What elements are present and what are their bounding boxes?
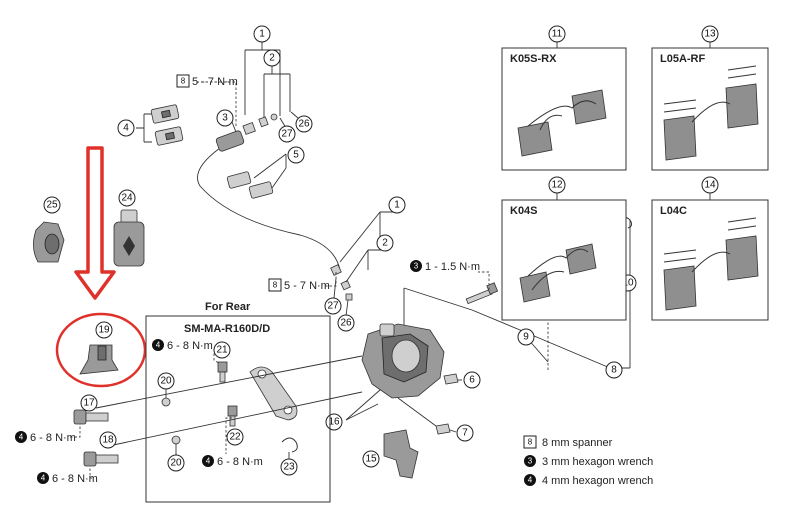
part-5: [226, 171, 274, 199]
part-25: [33, 221, 65, 263]
svg-text:3: 3: [528, 457, 533, 466]
callout-26-top: 26: [298, 119, 310, 130]
legend-item-spanner: 8 8 mm spanner: [523, 435, 613, 449]
svg-text:8: 8: [273, 281, 278, 290]
svg-text:4: 4: [156, 341, 161, 350]
callout-5: 5: [293, 150, 299, 161]
callout-11: 11: [552, 29, 563, 40]
hose-line: [197, 147, 341, 271]
part-4: [150, 104, 184, 146]
callout-13: 13: [704, 29, 716, 40]
callout-16: 16: [328, 417, 340, 428]
rear-adapter-plate: [249, 366, 298, 421]
for-rear-label: For Rear: [205, 301, 251, 313]
torque-adapter-21: 4 6 - 8 N·m: [152, 339, 213, 352]
svg-text:6 - 8 N·m: 6 - 8 N·m: [52, 473, 98, 485]
part-7: [435, 423, 451, 435]
callout-1-top: 1: [259, 29, 265, 40]
part-bolt-9: [465, 282, 499, 305]
part-23: [281, 437, 298, 453]
pad-name-13: L05A-RF: [660, 53, 706, 65]
pad-name-14: L04C: [660, 205, 687, 217]
callout-23: 23: [283, 462, 295, 473]
svg-text:4 mm hexagon wrench: 4 mm hexagon wrench: [542, 475, 653, 487]
part-21: [217, 361, 228, 383]
svg-text:5 - 7 N·m: 5 - 7 N·m: [284, 280, 330, 292]
svg-text:6 - 8 N·m: 6 - 8 N·m: [167, 340, 213, 352]
part-19: [79, 344, 119, 375]
pad-box-14: L04C: [651, 199, 769, 321]
svg-text:4: 4: [528, 476, 533, 485]
callout-21: 21: [216, 345, 228, 356]
callout-20-top: 20: [160, 376, 172, 387]
svg-text:6 - 8 N·m: 6 - 8 N·m: [30, 432, 76, 444]
svg-text:8 mm spanner: 8 mm spanner: [542, 437, 613, 449]
pad-name-12: K04S: [510, 205, 538, 217]
callout-9: 9: [523, 332, 529, 343]
highlight-circle: [55, 312, 147, 388]
legend-item-4mm: 4 4 mm hexagon wrench: [524, 474, 653, 487]
svg-text:8: 8: [181, 77, 186, 86]
torque-bolt-top: 3 1 - 1.5 N·m: [410, 260, 480, 273]
part-18: [83, 451, 119, 467]
callout-3: 3: [222, 113, 228, 124]
part-3-mid: [330, 264, 353, 301]
callout-27-top: 27: [281, 129, 293, 140]
svg-text:4: 4: [206, 457, 211, 466]
callout-1-mid: 1: [394, 200, 400, 211]
callout-8: 8: [611, 365, 617, 376]
callout-27-mid: 27: [327, 301, 339, 312]
pad-box-13: L05A-RF: [651, 47, 769, 171]
callout-26-mid: 26: [340, 318, 352, 329]
part-22: [227, 405, 238, 427]
svg-text:5 - 7 N·m: 5 - 7 N·m: [192, 76, 238, 88]
part-3-top: [215, 113, 278, 152]
callout-2-mid: 2: [382, 238, 388, 249]
adapter-model-label: SM-MA-R160D/D: [184, 323, 270, 335]
part-24: [113, 209, 145, 267]
pad-box-12: K04S: [501, 199, 627, 321]
callout-7: 7: [462, 428, 468, 439]
svg-text:3: 3: [414, 262, 419, 271]
callout-14: 14: [704, 180, 716, 191]
svg-text:1 - 1.5 N·m: 1 - 1.5 N·m: [425, 261, 480, 273]
callout-22: 22: [229, 432, 241, 443]
callout-2-top: 2: [269, 53, 275, 64]
torque-bolt-17: 4 6 - 8 N·m: [15, 431, 76, 444]
svg-text:3 mm hexagon wrench: 3 mm hexagon wrench: [542, 456, 653, 468]
pad-box-11: K05S-RX: [501, 47, 627, 171]
torque-adapter-22: 4 6 - 8 N·m: [202, 455, 263, 468]
callout-20-bottom: 20: [170, 458, 182, 469]
pad-name-11: K05S-RX: [510, 53, 557, 65]
tool-legend: 8 8 mm spanner 3 3 mm hexagon wrench 4 4…: [523, 435, 653, 487]
part-6: [443, 373, 459, 385]
torque-top-hose: 8 5 - 7 N·m: [176, 74, 238, 88]
callout-18: 18: [102, 435, 114, 446]
callout-25: 25: [46, 200, 58, 211]
svg-text:6 - 8 N·m: 6 - 8 N·m: [217, 456, 263, 468]
torque-bolt-18: 4 6 - 8 N·m: [37, 472, 98, 485]
part-15: [383, 429, 419, 479]
callout-19: 19: [98, 325, 110, 336]
legend-item-3mm: 3 3 mm hexagon wrench: [524, 455, 653, 468]
svg-text:8: 8: [528, 438, 533, 447]
callout-15: 15: [365, 454, 377, 465]
highlight-arrow: [74, 146, 116, 300]
part-17: [73, 409, 109, 425]
callout-17: 17: [83, 398, 95, 409]
callout-4: 4: [123, 123, 129, 134]
callout-12: 12: [551, 180, 563, 191]
torque-mid-hose: 8 5 - 7 N·m: [268, 278, 330, 292]
callout-24: 24: [121, 193, 133, 204]
callout-6: 6: [469, 375, 475, 386]
rear-adapter-box: [145, 315, 331, 503]
svg-text:4: 4: [19, 433, 24, 442]
callout-10: 10: [622, 278, 634, 289]
svg-text:4: 4: [41, 474, 46, 483]
caliper-body: [361, 323, 445, 399]
